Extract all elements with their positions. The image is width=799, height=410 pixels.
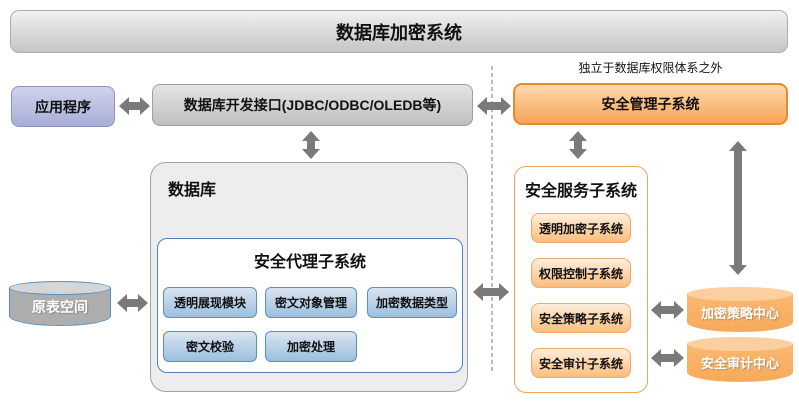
double-arrow-mgmt-service-icon	[569, 131, 587, 159]
service-item-security-audit: 安全审计子系统	[531, 348, 631, 378]
agent-module-ciphertext-object-mgmt: 密文对象管理	[265, 287, 357, 318]
tablespace-label: 原表空间	[32, 299, 88, 315]
double-arrow-mgmt-policycenter-icon	[729, 141, 747, 275]
double-arrow-interface-mgmt-icon	[477, 97, 511, 115]
security-audit-center-label: 安全审计中心	[700, 356, 779, 371]
agent-module-encrypt-process: 加密处理	[265, 331, 357, 362]
agent-module-transparent-display: 透明展现模块	[163, 287, 257, 318]
database-title: 数据库	[168, 182, 217, 199]
double-arrow-service-policycenter-icon	[651, 301, 684, 319]
service-item-security-policy: 安全策略子系统	[531, 303, 631, 333]
node-security-mgmt: 安全管理子系统	[513, 83, 788, 125]
node-db-interface: 数据库开发接口(JDBC/ODBC/OLEDB等)	[152, 84, 473, 126]
node-application: 应用程序	[11, 86, 115, 127]
double-arrow-tablespace-database-icon	[117, 294, 148, 312]
mgmt-annotation: 独立于数据库权限体系之外	[578, 61, 723, 75]
system-title-banner: 数据库加密系统	[10, 10, 788, 53]
encryption-policy-center-cylinder: 加密策略中心	[687, 287, 793, 332]
agent-subsystem-title: 安全代理子系统	[253, 254, 366, 271]
cylinder-top	[687, 337, 793, 351]
double-arrow-database-service-icon	[473, 283, 509, 301]
service-item-transparent-encryption: 透明加密子系统	[531, 213, 631, 243]
encryption-policy-center-label: 加密策略中心	[700, 306, 779, 321]
agent-module-encrypted-data-type: 加密数据类型	[367, 287, 457, 318]
security-audit-center-cylinder: 安全审计中心	[687, 337, 793, 382]
double-arrow-app-interface-icon	[119, 97, 150, 115]
cylinder-top	[687, 287, 793, 301]
agent-module-ciphertext-verify: 密文校验	[163, 331, 257, 362]
cylinder-top	[9, 281, 111, 295]
service-item-permission-control: 权限控制子系统	[531, 258, 631, 288]
tablespace-cylinder: 原表空间	[9, 281, 111, 326]
service-subsystem-title: 安全服务子系统	[524, 183, 637, 200]
double-arrow-interface-database-icon	[302, 131, 320, 159]
double-arrow-service-auditcenter-icon	[651, 349, 684, 367]
